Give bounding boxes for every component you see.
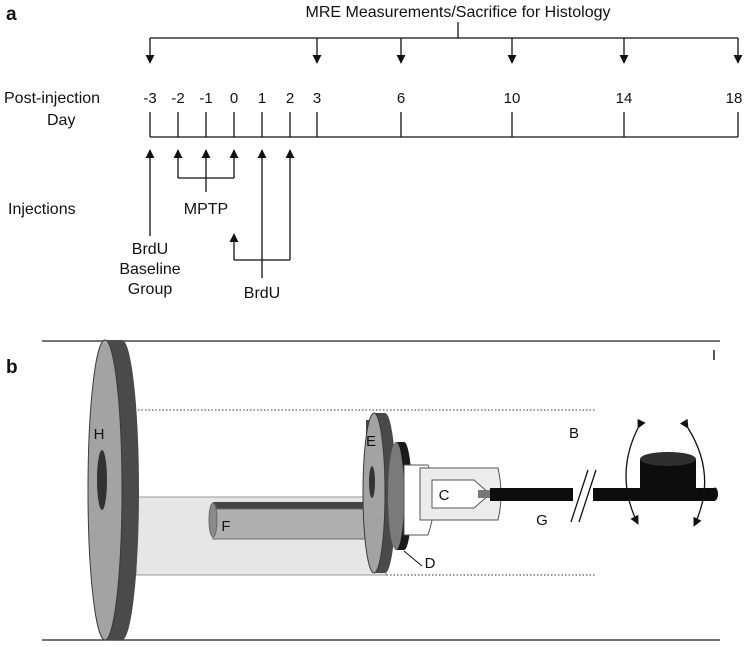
day-tick-label: 3	[313, 90, 321, 107]
label-h: H	[94, 426, 105, 443]
label-f: F	[221, 518, 230, 535]
baseline-label-line1: BrdU	[132, 241, 168, 258]
day-tick-label: 0	[230, 90, 238, 107]
baseline-label-line3: Group	[128, 281, 173, 298]
timeline-axis	[149, 112, 739, 138]
panel-b: b	[6, 339, 720, 641]
label-b: B	[569, 425, 579, 442]
brdu-label: BrdU	[244, 285, 280, 302]
disk-h	[87, 339, 139, 641]
label-g: G	[536, 512, 548, 529]
day-tick-label: -2	[171, 90, 184, 107]
day-tick-labels: -3 -2 -1 0 1 2 3 6 10 14 18	[143, 90, 742, 107]
day-tick-label: 1	[258, 90, 266, 107]
day-tick-label: 2	[286, 90, 294, 107]
axis-label-line2: Day	[47, 112, 75, 129]
label-e: E	[366, 433, 376, 450]
panel-a-letter: a	[6, 4, 17, 25]
leader-d	[403, 550, 423, 567]
day-tick-label: -3	[143, 90, 156, 107]
actuator-a	[640, 452, 696, 496]
day-tick-label: 14	[616, 90, 633, 107]
component-labels: A B C D E F G H I	[94, 347, 717, 572]
panel-b-letter: b	[6, 357, 18, 378]
injections-label: Injections	[8, 201, 76, 218]
coupling-c	[403, 464, 502, 536]
motion-arrows	[625, 418, 706, 527]
label-d: D	[425, 555, 436, 572]
day-tick-label: 10	[504, 90, 521, 107]
panel-a: a MRE Measurements/Sacrifice for Histolo…	[4, 4, 743, 302]
baseline-label-line2: Baseline	[119, 261, 180, 278]
axis-label-line1: Post-injection	[4, 90, 100, 107]
mptp-label: MPTP	[184, 201, 228, 218]
label-c: C	[439, 487, 450, 504]
label-i: I	[712, 347, 716, 364]
measurement-arrows	[145, 38, 743, 64]
brdu-bracket	[229, 149, 295, 278]
label-a: A	[662, 433, 672, 450]
mptp-bracket	[173, 149, 239, 192]
day-tick-label: -1	[199, 90, 212, 107]
measurements-label: MRE Measurements/Sacrifice for Histology	[306, 4, 611, 21]
day-tick-label: 6	[397, 90, 405, 107]
rod-f	[208, 420, 376, 540]
day-tick-label: 18	[726, 90, 743, 107]
